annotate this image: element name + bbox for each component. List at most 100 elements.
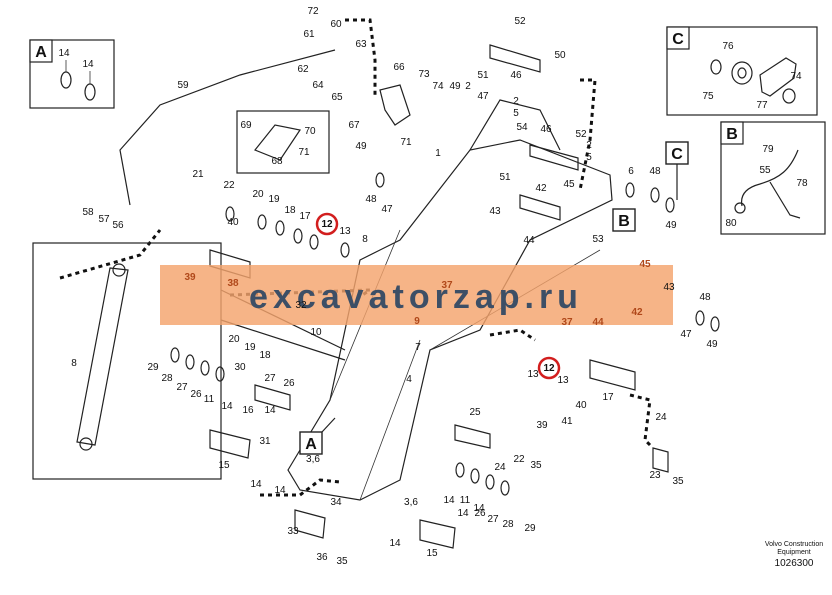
link-bore-bottom	[79, 437, 93, 451]
part-number-label: 10	[310, 327, 322, 338]
washer-shape	[215, 366, 225, 382]
pin-42-shape	[519, 194, 561, 221]
part-number-label: 8	[71, 358, 77, 369]
pin-23-shape	[652, 447, 669, 473]
washer-shape	[455, 462, 465, 478]
part-number-label: 14	[457, 508, 469, 519]
inset-part-label: 14	[82, 59, 94, 70]
part-number-label: 14	[274, 485, 286, 496]
pin-46b-shape	[529, 144, 579, 171]
part-number-label: 11	[460, 495, 471, 506]
fitting-shape	[734, 202, 746, 214]
link-bore-top	[112, 263, 126, 277]
part-number-label: 15	[218, 460, 230, 471]
part-number-label: 63	[355, 39, 367, 50]
inset-part-label: 79	[762, 144, 774, 155]
dashed-connector	[629, 393, 652, 447]
part-number-label: 22	[513, 454, 525, 465]
part-number-label: 2	[513, 96, 519, 107]
part-number-label: 72	[307, 6, 319, 17]
part-number-label: 35	[336, 556, 348, 567]
pin-15b-shape	[419, 519, 456, 549]
cam-plate-shape	[759, 57, 797, 97]
part-number-label: 14	[389, 538, 401, 549]
brand-line-1: Volvo Construction	[765, 541, 823, 548]
part-number-label: 24	[655, 412, 667, 423]
part-number-label: 42	[535, 183, 547, 194]
part-number-label: 26	[474, 508, 486, 519]
ref-box-a-frame	[299, 431, 323, 455]
inset-c-letter: C	[672, 31, 684, 48]
washer-shape	[375, 172, 385, 188]
part-number-label: 49	[665, 220, 677, 231]
ref-box-c-letter: C	[671, 146, 683, 163]
part-number-label: 27	[487, 514, 499, 525]
inset-c-frame	[666, 26, 818, 116]
part-number-label: 73	[418, 69, 430, 80]
part-number-label: 46	[510, 70, 522, 81]
part-number-label: 48	[649, 166, 661, 177]
overlay-part-label: 39	[184, 272, 196, 283]
part-number-label: 13	[339, 226, 351, 237]
callout-line	[220, 319, 346, 361]
part-number-label: 52	[514, 16, 526, 27]
part-number-label: 71	[400, 137, 412, 148]
part-number-label: 40	[227, 217, 239, 228]
dashed-connector	[345, 18, 377, 95]
part-number-label: 48	[365, 194, 377, 205]
part-number-label: 3,6	[404, 497, 418, 508]
overlay-part-label: 9	[414, 316, 420, 327]
part-number-label: 44	[523, 235, 535, 246]
pin-25-shape	[454, 424, 491, 449]
overlay-part-label: 44	[592, 317, 604, 328]
part-number-label: 58	[82, 207, 94, 218]
inset-c: C	[666, 26, 818, 116]
part-number-label: 47	[381, 204, 393, 215]
washer-shape	[309, 234, 319, 250]
lever-66-shape	[379, 84, 411, 126]
inset-b-letter: B	[726, 126, 738, 143]
part-number-label: 8	[362, 234, 368, 245]
ref-box-b: B	[612, 208, 636, 232]
inset-part-label: 77	[756, 100, 768, 111]
drawing-footer: Volvo Construction Equipment 1026300	[765, 541, 823, 569]
part-number-label: 29	[147, 362, 159, 373]
part-number-label: 14	[443, 495, 455, 506]
part-number-label: 2	[465, 81, 471, 92]
inset-part-label: 14	[58, 48, 70, 59]
inset-part-label: 75	[702, 91, 714, 102]
part-number-label: 59	[177, 80, 189, 91]
overlay-part-label: 38	[227, 278, 239, 289]
part-number-label: 21	[192, 169, 204, 180]
washer-shape	[782, 88, 796, 104]
washer-shape	[470, 468, 480, 484]
part-number-label: 15	[426, 548, 438, 559]
part-number-label: 17	[299, 211, 311, 222]
washer-shape	[170, 347, 180, 363]
boom-upper-bracket	[469, 99, 561, 151]
part-number-label: 53	[592, 234, 604, 245]
washer-shape	[665, 197, 675, 213]
highlighted-part-label: 12	[321, 219, 333, 230]
washer-shape	[340, 242, 350, 258]
washer-shape	[257, 214, 267, 230]
ref-box-c: C	[665, 141, 689, 200]
washer-shape	[293, 228, 303, 244]
pin-17-shape	[589, 359, 636, 391]
inset-b-badge	[720, 121, 744, 145]
part-number-label: 3,6	[306, 454, 320, 465]
part-number-label: 74	[432, 81, 444, 92]
washer-shape	[625, 182, 635, 198]
overlay-part-label: 37	[561, 317, 573, 328]
part-number-label: 20	[252, 189, 264, 200]
highlight-ring	[315, 212, 339, 236]
part-number-label: 46	[540, 124, 552, 135]
dashed-connector	[59, 229, 162, 280]
watermark-background	[160, 265, 673, 325]
inset-a-letter: A	[35, 44, 47, 61]
ref-box-b-frame	[612, 208, 636, 232]
